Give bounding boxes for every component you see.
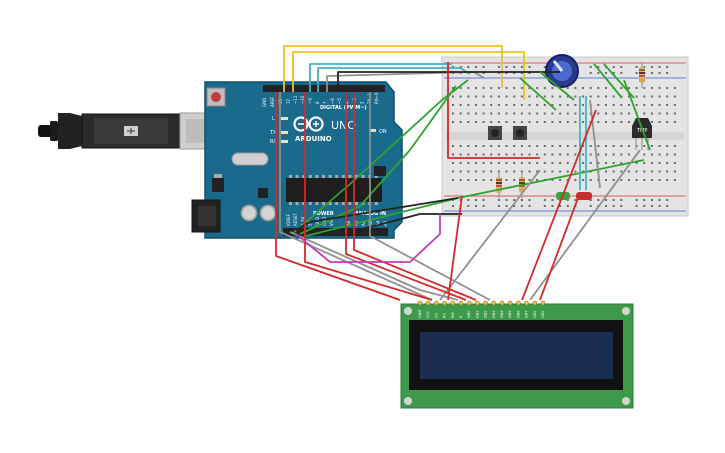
wire-yellow-2 xyxy=(292,51,525,100)
wire-cyan-1 xyxy=(309,63,452,92)
wire-red-1 xyxy=(275,92,401,301)
wire-red-3 xyxy=(345,92,467,301)
wire-black-lower xyxy=(295,197,459,231)
brand-label: ARDUINO xyxy=(295,135,332,143)
usb-cable xyxy=(38,112,221,150)
digital-pin-label: ~6 xyxy=(330,98,335,104)
wire-green-4 xyxy=(539,71,575,101)
wire-gray-6 xyxy=(589,99,601,189)
wire-red-4 xyxy=(353,92,477,301)
digital-pin-label: 2 xyxy=(359,101,364,104)
pushbutton-2 xyxy=(513,126,527,140)
model-label: UNO xyxy=(331,119,356,132)
wire-gray-top xyxy=(326,71,485,92)
lcd-pin-label: E xyxy=(459,315,463,318)
lcd-pin-label: VCC xyxy=(426,310,430,318)
power-pin-label: Vin xyxy=(329,219,334,226)
digital-pin-label: 4 xyxy=(345,101,350,104)
wire-gray-4 xyxy=(439,169,541,301)
power-pin-label: IOREF xyxy=(286,213,291,226)
lcd-pin-label: DB7 xyxy=(525,310,529,318)
wire-gray-1 xyxy=(279,92,433,301)
tmp-label: TMP xyxy=(636,128,647,134)
digital-pin-label: ~11 xyxy=(293,95,298,104)
digital-pin-label: 12 xyxy=(285,98,290,104)
lcd-pin-label: DB2 xyxy=(484,310,488,318)
on-label: ON xyxy=(379,129,387,135)
lcd-pin-label: DB0 xyxy=(467,310,471,318)
lcd-pin-label: RW xyxy=(451,312,455,318)
lcd-pin-label: GND xyxy=(418,310,422,318)
lcd-pin-label: V0 xyxy=(434,313,438,318)
wire-green-2 xyxy=(299,85,457,235)
potentiometer xyxy=(545,54,579,88)
wire-cyan-2 xyxy=(317,67,471,92)
digital-label: DIGITAL (PWM~) xyxy=(320,105,367,111)
aref-label: AREF xyxy=(270,96,275,107)
lcd-pin-label: DB3 xyxy=(492,310,496,318)
lcd-screen xyxy=(420,332,613,379)
digital-pin-label: ~9 xyxy=(308,98,313,104)
lcd-pin-label: DB6 xyxy=(516,310,520,318)
power-pin-label: GND xyxy=(322,217,327,226)
wire-red-2 xyxy=(304,92,433,301)
wire-gray-5 xyxy=(529,149,641,301)
pushbutton-1 xyxy=(488,126,502,140)
wire-green-7 xyxy=(623,79,651,151)
digital-pin-label: RX←0 xyxy=(374,92,379,104)
crystal-oscillator xyxy=(231,152,269,166)
lcd-pin-label: DB5 xyxy=(508,310,512,318)
wire-green-1 xyxy=(291,79,469,235)
gnd-label: GND xyxy=(262,98,267,107)
wire-gray-2 xyxy=(289,231,459,301)
tx-label: TX xyxy=(269,130,277,136)
wire-red-5 xyxy=(447,195,463,301)
analog-pin-label: A4 xyxy=(376,220,381,226)
power-pin-label: RESET xyxy=(293,213,298,226)
lcd-16x2: GND VCC V0 RS RW E DB0 DB1 DB2 DB3 DB4 DB5 DB6 DB7 LED… xyxy=(400,300,634,409)
power-pin-label: 3.3V xyxy=(300,217,305,226)
l-led-label: L xyxy=(272,116,275,122)
analog-pin-label: A0 xyxy=(346,220,351,226)
wire-green-5 xyxy=(593,63,623,99)
lcd-pin-label: LED xyxy=(541,311,545,318)
reset-button-icon xyxy=(211,92,221,102)
arduino-logo-icon xyxy=(293,116,324,132)
wire-magenta xyxy=(295,214,441,263)
digital-pin-label: ~5 xyxy=(337,98,342,104)
power-label: POWER xyxy=(313,211,334,217)
lcd-pin-label: LED xyxy=(533,311,537,318)
lcd-pin-label: DB1 xyxy=(475,310,479,318)
lcd-pin-label: RS xyxy=(443,313,447,318)
digital-pin-label: 8 xyxy=(315,101,320,104)
wire-red-7 xyxy=(539,197,579,301)
resistor-1 xyxy=(639,62,645,88)
wire-yellow-1 xyxy=(283,45,503,92)
analog-pin-label: A2 xyxy=(361,220,366,226)
lcd-pin-label: DB4 xyxy=(500,310,504,318)
wire-black-top xyxy=(337,71,560,92)
digital-pin-label: ~10 xyxy=(300,95,305,104)
wire-green-3 xyxy=(519,77,557,111)
wires xyxy=(275,45,651,301)
led-red xyxy=(576,192,592,200)
rx-label: RX xyxy=(270,139,277,145)
wire-red-6 xyxy=(521,109,597,301)
power-pin-label: 5V xyxy=(308,220,313,226)
digital-pin-label: 7 xyxy=(322,101,327,104)
wire-red-bb xyxy=(447,62,540,159)
